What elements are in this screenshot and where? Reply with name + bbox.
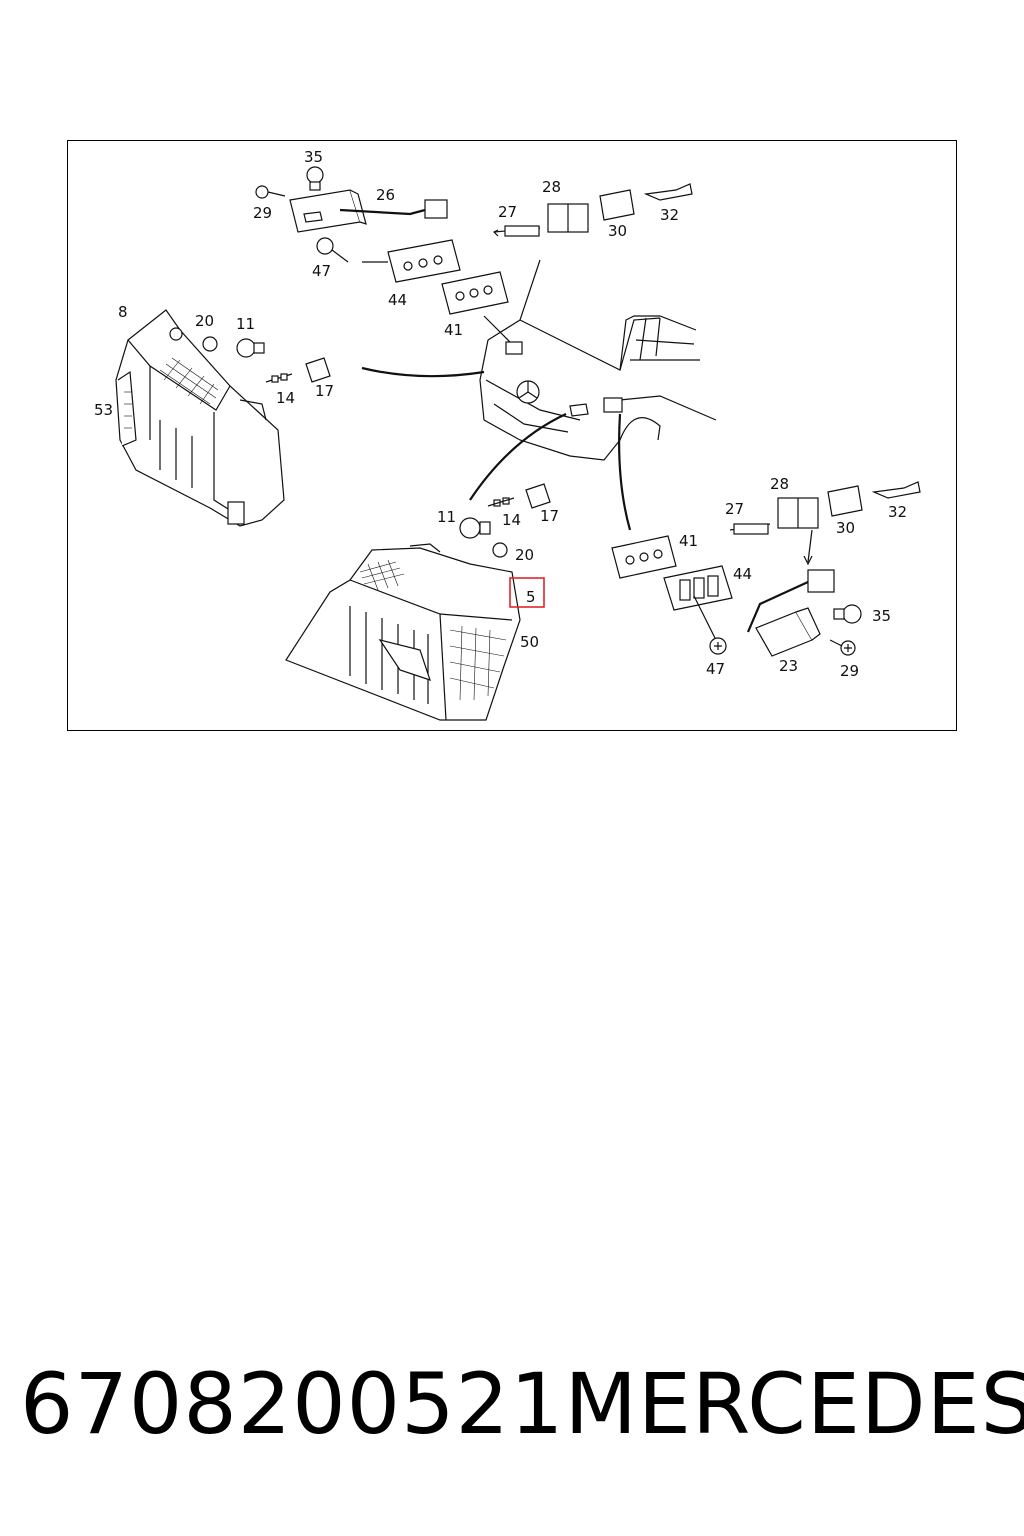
callout-41-top: 41 <box>444 321 463 339</box>
callout-44-top: 44 <box>388 291 407 309</box>
lamp-housing-26 <box>289 189 448 233</box>
callout-32-top: 32 <box>660 206 679 224</box>
callout-17-left: 17 <box>315 382 334 400</box>
lamp-23-right <box>746 569 835 657</box>
callout-11-center: 11 <box>437 508 456 526</box>
callout-30-top: 30 <box>608 222 627 240</box>
callout-26: 26 <box>376 186 395 204</box>
part-caption: 6708200521 MERCEDES <box>20 1355 1024 1453</box>
callout-27-right: 27 <box>725 500 744 518</box>
small-parts-center <box>459 483 551 558</box>
callout-28-right: 28 <box>770 475 789 493</box>
callout-11-left: 11 <box>236 315 255 333</box>
callout-28-top: 28 <box>542 178 561 196</box>
callout-32-right: 32 <box>888 503 907 521</box>
callout-35-right: 35 <box>872 607 891 625</box>
screw-29-right <box>829 639 856 656</box>
socket-47-top <box>316 237 349 263</box>
highlight-box <box>509 577 545 608</box>
headlamp-assembly-8-53 <box>115 309 285 527</box>
callout-14-center: 14 <box>502 511 521 529</box>
wire-arc-left <box>361 366 485 378</box>
exploded-parts-diagram: 35 29 26 27 28 30 32 47 44 41 8 20 11 14… <box>94 148 921 721</box>
callout-5: 5 <box>526 588 536 606</box>
callout-47-right: 47 <box>706 660 725 678</box>
callout-8: 8 <box>118 303 128 321</box>
diagram-frame <box>67 140 957 731</box>
callout-30-right: 30 <box>836 519 855 537</box>
part-number: 6708200521 <box>20 1355 565 1453</box>
indicator-lamp-5-50 <box>285 543 521 721</box>
screw-47-right <box>693 595 727 655</box>
callout-20-left: 20 <box>195 312 214 330</box>
callout-23: 23 <box>779 657 798 675</box>
callout-17-center: 17 <box>540 507 559 525</box>
vehicle-front-outline <box>479 259 717 461</box>
small-parts-left <box>169 327 331 383</box>
bulb-35-right <box>833 604 862 624</box>
callout-47-top: 47 <box>312 262 331 280</box>
callout-27-top: 27 <box>498 203 517 221</box>
callout-41-right: 41 <box>679 532 698 550</box>
callout-29-top: 29 <box>253 204 272 222</box>
bulb-35-top <box>306 166 324 191</box>
gasket-44-top <box>362 239 461 283</box>
screw-29-top <box>255 185 286 199</box>
connectors-top <box>492 183 693 237</box>
brand-name: MERCEDES <box>564 1355 1024 1453</box>
leader-center <box>469 413 567 501</box>
connectors-right <box>729 481 921 566</box>
gasket-44-right <box>663 565 733 611</box>
callout-20-center: 20 <box>515 546 534 564</box>
gasket-41-top <box>441 271 511 343</box>
callout-53: 53 <box>94 401 113 419</box>
callout-14-left: 14 <box>276 389 295 407</box>
leader-right <box>618 413 632 531</box>
callout-35-top: 35 <box>304 148 323 166</box>
callout-50: 50 <box>520 633 539 651</box>
callout-29-right: 29 <box>840 662 859 680</box>
gasket-41-right <box>611 535 677 579</box>
callout-44-right: 44 <box>733 565 752 583</box>
